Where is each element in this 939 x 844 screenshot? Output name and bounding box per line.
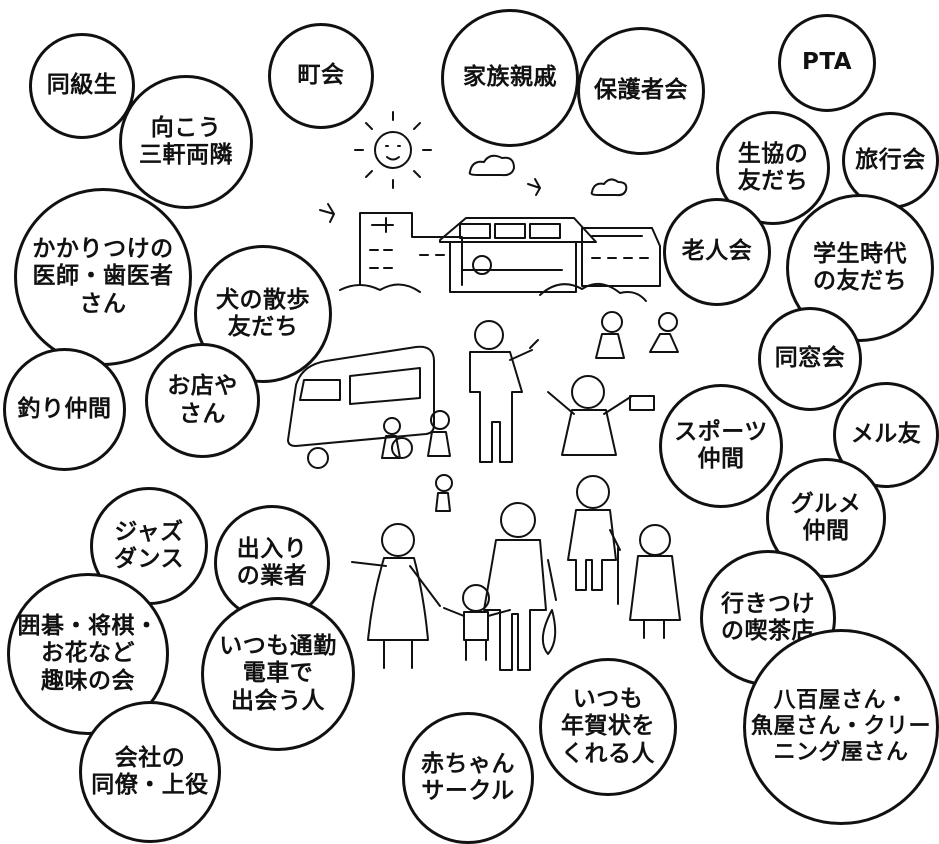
bubble-sports-friends: スポーツ 仲間 — [659, 384, 783, 508]
bubble-seniors-club: 老人会 — [663, 198, 771, 306]
bubble-label: メル友 — [850, 421, 922, 448]
bubble-vendors: 出入り の業者 — [214, 505, 330, 621]
bubble-shopkeepers: お店や さん — [145, 343, 260, 458]
bubble-label: スポーツ 仲間 — [674, 418, 768, 472]
bubble-label: 保護者会 — [594, 77, 688, 104]
bubble-label: 家族親戚 — [463, 64, 557, 91]
bird-icon — [319, 178, 541, 223]
bubble-label: お店や さん — [167, 373, 238, 427]
bubble-label: PTA — [801, 49, 853, 76]
bubble-label: 会社の 同僚・上役 — [91, 744, 209, 798]
bubble-guardians-association: 保護者会 — [577, 27, 705, 155]
bubble-local-shops: 八百屋さん・ 魚屋さん・クリー ニング屋さん — [743, 629, 939, 825]
bubble-coworkers: 会社の 同僚・上役 — [79, 701, 221, 843]
bubble-label: かかりつけの 医師・歯医者 さん — [32, 236, 174, 317]
bubble-label: 町会 — [297, 62, 345, 89]
bubble-label: いつも 年賀状を くれる人 — [561, 686, 655, 767]
buildings — [339, 212, 661, 302]
people — [351, 311, 681, 671]
bubble-label: ジャズ ダンス — [113, 518, 185, 572]
bubble-label: 旅行会 — [855, 146, 926, 173]
bubble-label: 囲碁・将棋・ お花など 趣味の会 — [17, 613, 159, 694]
bubble-label: いつも通勤 電車で 出会う人 — [219, 633, 337, 714]
bubble-label: 同窓会 — [774, 345, 846, 372]
bubble-town-association: 町会 — [268, 23, 374, 129]
bubble-label: 出入り の業者 — [236, 535, 308, 589]
bubble-label: 犬の散歩 友だち — [216, 286, 310, 340]
bubble-baby-circle: 赤ちゃん サークル — [402, 712, 534, 844]
sun-icon — [354, 111, 432, 189]
bubble-label: 老人会 — [681, 238, 753, 265]
bubble-neighbors: 向こう 三軒両隣 — [119, 75, 253, 209]
bubble-label: グルメ 仲間 — [790, 490, 862, 544]
bubble-family: 家族親戚 — [441, 9, 579, 147]
bubble-label: 学生時代 の友だち — [813, 240, 907, 294]
bubble-label: 釣り仲間 — [17, 395, 112, 422]
bubble-alumni: 同窓会 — [758, 307, 862, 411]
bubble-commuters: いつも通勤 電車で 出会う人 — [201, 597, 355, 751]
bubble-jazz-dance: ジャズ ダンス — [90, 487, 208, 605]
bubble-label: 向こう 三軒両隣 — [139, 114, 233, 168]
bubble-fishing-friends: 釣り仲間 — [3, 348, 126, 471]
bus-icon — [287, 345, 435, 469]
bubble-label: 八百屋さん・ 魚屋さん・クリー ニング屋さん — [750, 688, 931, 765]
bubble-classmates: 同級生 — [29, 33, 135, 139]
bubble-new-year-card-senders: いつも 年賀状を くれる人 — [539, 658, 677, 796]
bubble-label: 赤ちゃん サークル — [421, 750, 515, 804]
bubble-doctors: かかりつけの 医師・歯医者 さん — [14, 188, 192, 366]
bubble-pta: PTA — [778, 14, 876, 112]
bubble-label: 生協の 友だち — [737, 140, 809, 194]
bubble-label: 同級生 — [46, 72, 118, 99]
cloud-icon — [468, 154, 628, 197]
